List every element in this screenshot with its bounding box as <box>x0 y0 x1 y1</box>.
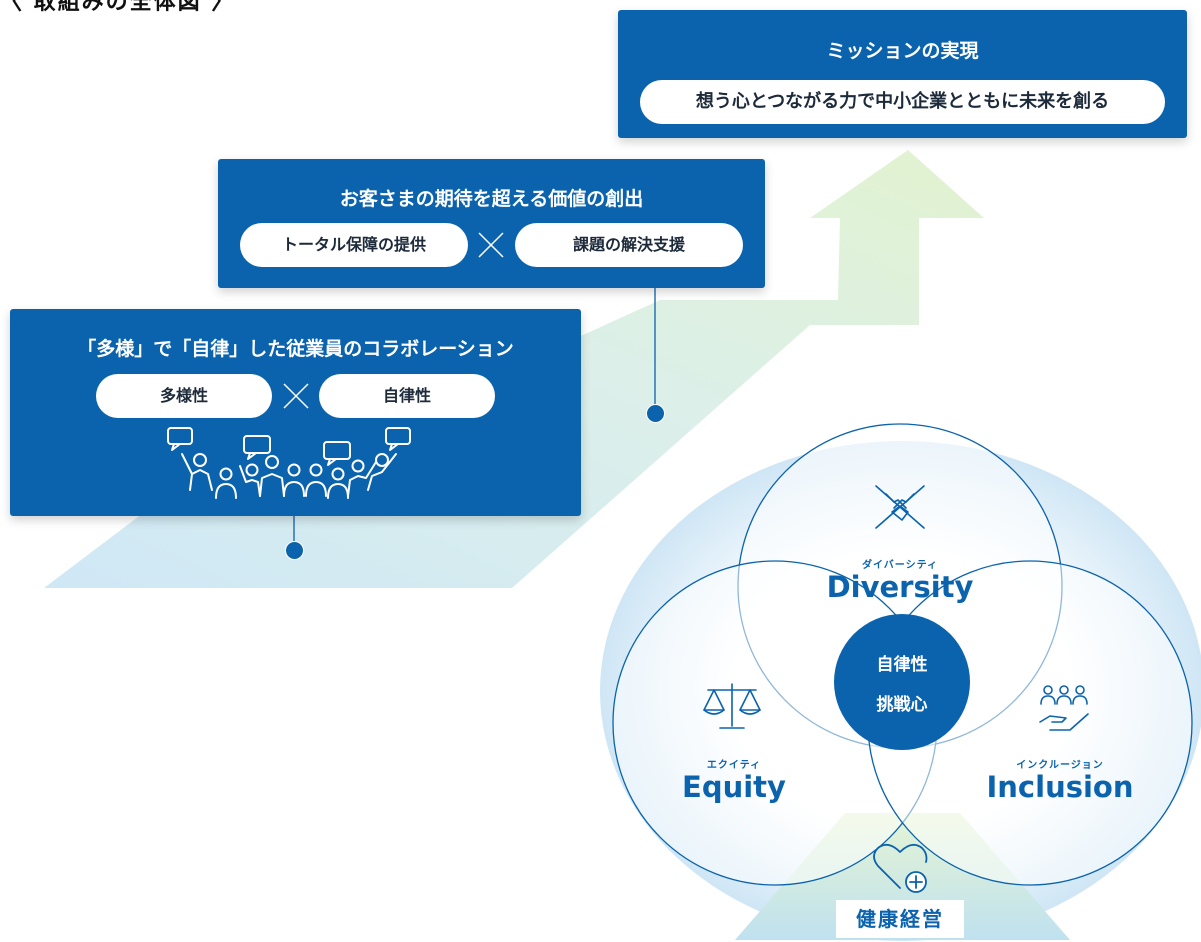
equity-title: Equity <box>682 770 786 804</box>
equity-kana: エクイティ <box>706 760 762 771</box>
times-icon <box>283 383 309 409</box>
hand-holding-people-icon <box>1039 685 1089 731</box>
collab-dot <box>285 541 304 560</box>
times-icon <box>478 232 504 258</box>
diversity-label: ダイバーシティ Diversity <box>800 556 1000 603</box>
people-speech-icon <box>167 427 411 499</box>
page-title: 〈 取組みの全体図 〉 <box>0 0 236 15</box>
mission-title: ミッションの実現 <box>826 40 979 62</box>
mission-panel: ミッションの実現 想う心とつながる力で中小企業とともに未来を創る <box>618 10 1187 138</box>
value-title: お客さまの期待を超える価値の創出 <box>339 188 644 210</box>
collab-right-pill: 自律性 <box>319 374 495 418</box>
inclusion-kana: インクルージョン <box>1016 760 1104 771</box>
collaboration-title: 「多様」で「自律」した従業員のコラボレーション <box>77 338 514 360</box>
diversity-title: Diversity <box>826 570 974 604</box>
heart-plus-icon <box>873 843 928 893</box>
inclusion-label: インクルージョン Inclusion <box>960 756 1160 803</box>
equity-label: エクイティ Equity <box>634 756 834 803</box>
value-dot <box>646 404 665 423</box>
diversity-kana: ダイバーシティ <box>862 560 938 571</box>
collaboration-panel: 「多様」で「自律」した従業員のコラボレーション 多様性 自律性 <box>10 309 581 516</box>
value-panel: お客さまの期待を超える価値の創出 トータル保障の提供 課題の解決支援 <box>218 159 765 288</box>
collab-left-pill: 多様性 <box>96 374 272 418</box>
mission-statement: 想う心とつながる力で中小企業とともに未来を創る <box>640 80 1165 124</box>
inclusion-title: Inclusion <box>986 770 1134 804</box>
crossed-hands-icon <box>875 485 925 529</box>
balance-scale-icon <box>703 683 761 729</box>
health-label: 健康経営 <box>836 900 964 938</box>
center-text: 自律性 挑戦心 <box>834 648 970 728</box>
value-left-pill: トータル保障の提供 <box>240 223 468 267</box>
center-line-1: 自律性 <box>876 655 928 675</box>
value-right-pill: 課題の解決支援 <box>515 223 743 267</box>
center-line-2: 挑戦心 <box>876 695 928 715</box>
center-circle <box>834 614 970 750</box>
